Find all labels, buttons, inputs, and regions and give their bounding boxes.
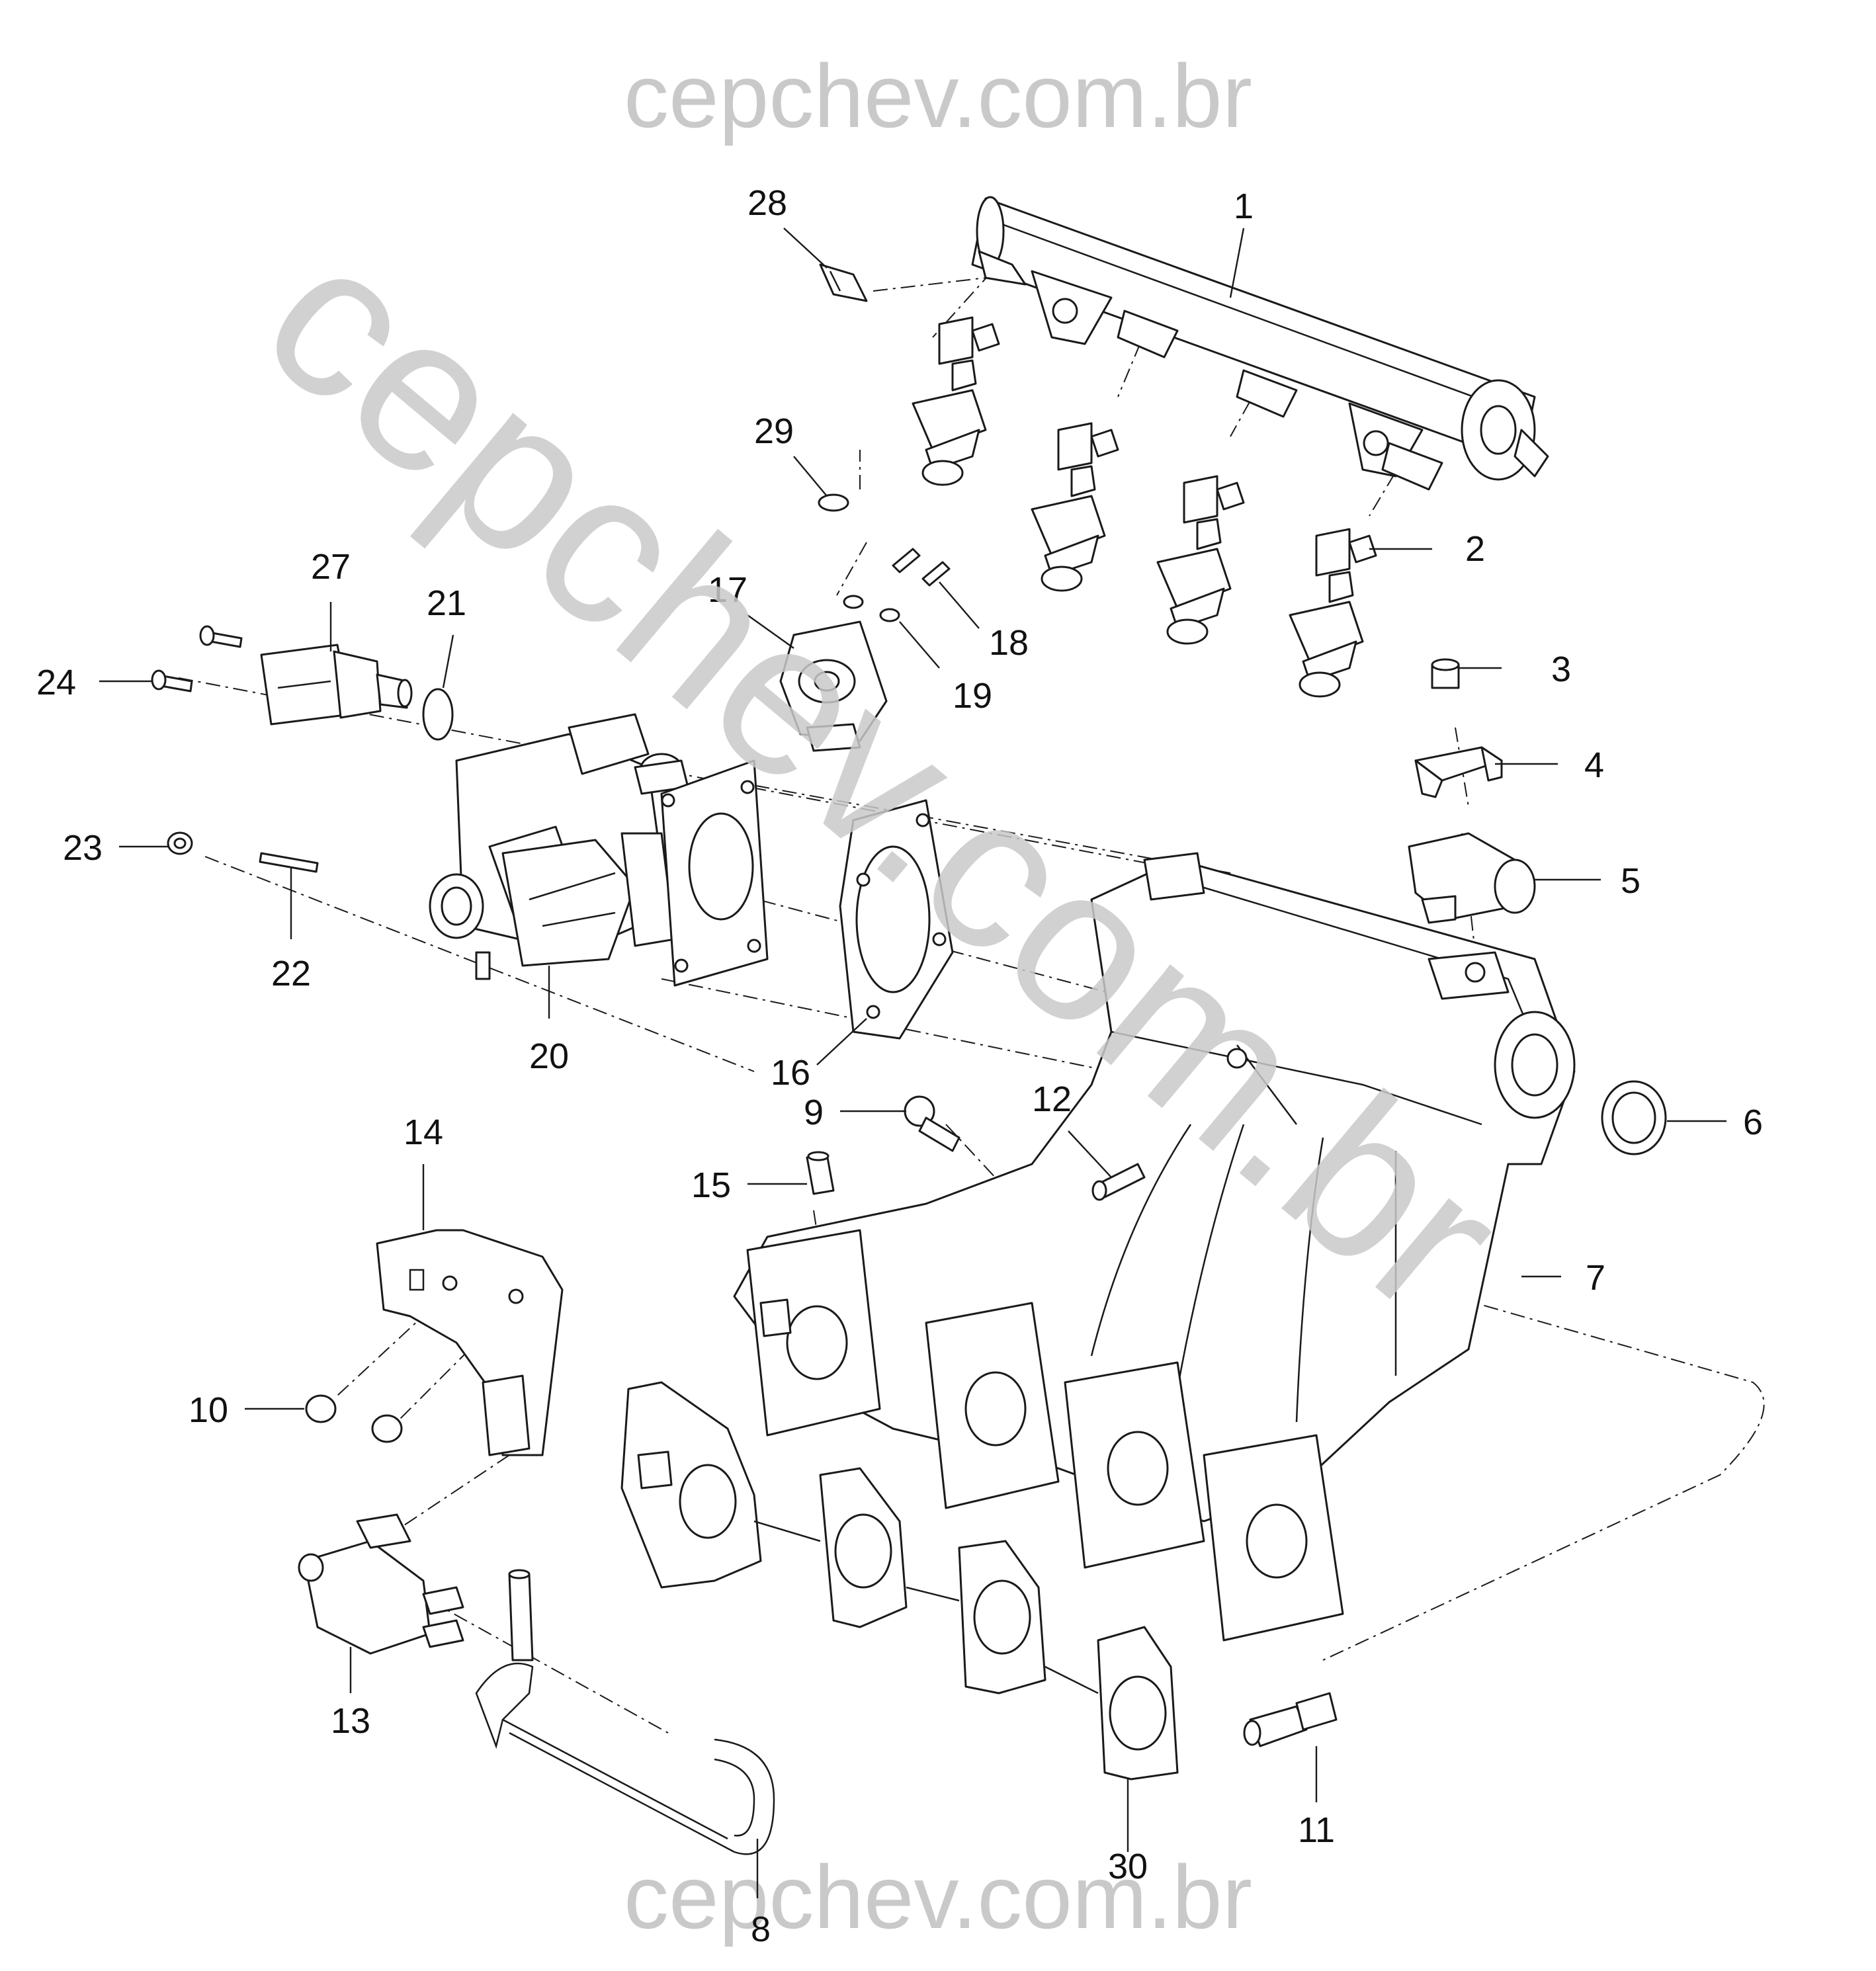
- callout-17: 17: [708, 570, 747, 610]
- seal-ring-6: [1601, 1080, 1667, 1155]
- callout-9: 9: [804, 1093, 824, 1132]
- fuel-rail: [971, 196, 1549, 491]
- temperature-sensor-11: [1243, 1692, 1338, 1747]
- callout-1: 1: [1234, 187, 1254, 226]
- callout-11: 11: [1298, 1810, 1335, 1850]
- callout-10: 10: [189, 1390, 228, 1430]
- screws-10: [305, 1394, 403, 1443]
- callout-24: 24: [36, 663, 76, 702]
- callout-18: 18: [989, 623, 1029, 663]
- callout-6: 6: [1743, 1103, 1763, 1142]
- throttle-body-gasket: [839, 799, 954, 1040]
- nut-23: [167, 831, 193, 855]
- screw-24: [151, 669, 193, 692]
- manifold-flange-1: [746, 1229, 881, 1437]
- callout-15: 15: [691, 1165, 731, 1205]
- bracket-4: [1414, 746, 1503, 798]
- callout-30: 30: [1108, 1847, 1148, 1886]
- callout-22: 22: [271, 954, 311, 993]
- injector-o-ring: [818, 493, 849, 512]
- fitting-9: [904, 1095, 960, 1152]
- callout-5: 5: [1621, 861, 1641, 901]
- callout-4: 4: [1584, 745, 1604, 785]
- callout-14: 14: [404, 1112, 443, 1152]
- bolt-3: [1431, 658, 1460, 689]
- screw-top-27: [199, 625, 243, 648]
- callout-2: 2: [1465, 529, 1485, 569]
- callout-3: 3: [1551, 650, 1571, 689]
- intake-manifold: [733, 852, 1576, 1642]
- callout-19: 19: [953, 676, 992, 716]
- throttle-position-sensor: [779, 620, 888, 752]
- callout-29: 29: [754, 411, 794, 451]
- throttle-body: [429, 713, 769, 987]
- leader-lines: [99, 228, 1727, 1898]
- fuel-injectors: [912, 316, 1377, 698]
- callout-20: 20: [529, 1036, 569, 1076]
- callout-27: 27: [311, 547, 351, 587]
- vacuum-hose-8: [475, 1569, 775, 1855]
- manifold-gasket: [620, 1381, 1179, 1781]
- callout-numbers: 1 2 3 4 5 6 7 8 9 10 11 12 13 14 15 16 1…: [36, 183, 1763, 1949]
- washers-19: [843, 595, 900, 622]
- manifold-flange-3: [1064, 1361, 1205, 1569]
- o-ring-21: [422, 688, 454, 741]
- bracket-14: [376, 1229, 564, 1456]
- fitting-12: [1091, 1163, 1146, 1201]
- watermark-bottom: cepchev.com.br: [624, 1847, 1252, 1947]
- callout-23: 23: [63, 828, 103, 868]
- manifold-flange-4: [1203, 1434, 1344, 1642]
- callout-8: 8: [751, 1909, 771, 1949]
- callout-7: 7: [1586, 1258, 1605, 1298]
- callout-13: 13: [331, 1701, 370, 1741]
- map-sensor-5: [1408, 832, 1536, 924]
- callout-21: 21: [427, 583, 466, 623]
- cap-15: [806, 1151, 835, 1195]
- watermark-top: cepchev.com.br: [624, 46, 1252, 146]
- manifold-flange-2: [925, 1302, 1060, 1509]
- stud-22: [259, 852, 319, 873]
- idle-air-control-valve: [260, 644, 413, 726]
- callout-12: 12: [1032, 1079, 1072, 1119]
- purge-solenoid-13: [298, 1513, 464, 1655]
- injector-clip: [819, 263, 868, 302]
- screws-18: [892, 548, 951, 587]
- callout-16: 16: [771, 1053, 810, 1093]
- callout-28: 28: [747, 183, 787, 223]
